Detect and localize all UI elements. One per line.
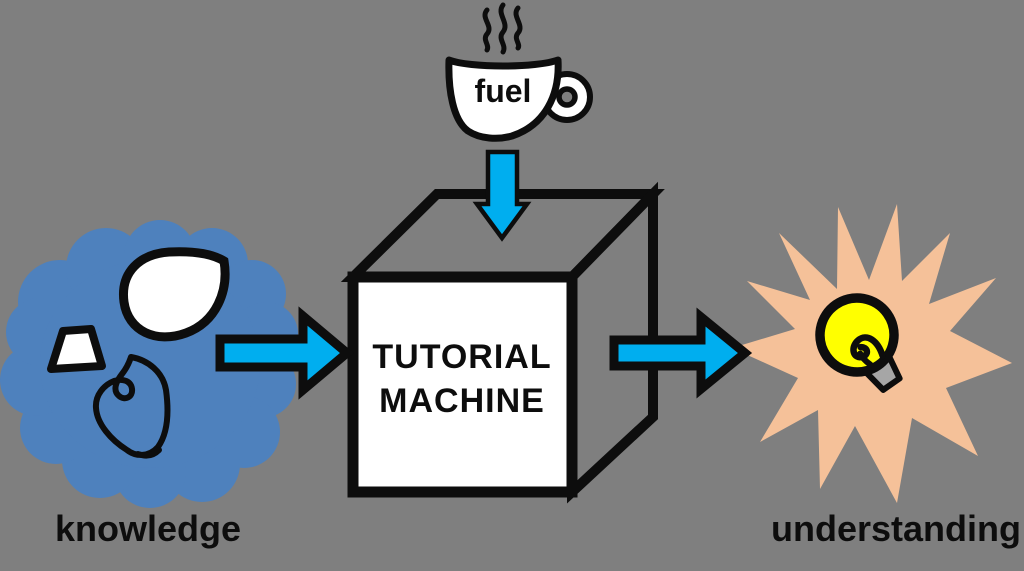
squiggle-shape [92, 354, 171, 458]
bulb-globe [815, 293, 899, 377]
machine-box [340, 181, 665, 504]
steam-icon [482, 2, 523, 55]
teardrop-shape [119, 247, 230, 342]
arrow-knowledge-to-machine-icon [215, 306, 354, 400]
lightbulb-icon [815, 293, 903, 393]
cube-front-face [347, 271, 578, 498]
bulb-filament-leg [857, 350, 874, 368]
arrow-machine-to-understanding-icon [609, 307, 753, 399]
arrow-fuel-down-icon [472, 149, 532, 242]
trapezoid-shape [47, 325, 106, 373]
fuel-label: fuel [475, 73, 532, 109]
cup-bowl [445, 56, 562, 142]
squiggle-tail [135, 447, 162, 459]
machine-label-line1: TUTORIAL [372, 338, 551, 376]
understanding-label: understanding [771, 508, 1021, 549]
machine-label-line2: MACHINE [379, 382, 545, 420]
coffee-cup-icon: fuel [445, 2, 593, 142]
bulb-filament [850, 334, 886, 361]
knowledge-label: knowledge [55, 508, 241, 549]
understanding-burst-icon [732, 204, 1012, 503]
